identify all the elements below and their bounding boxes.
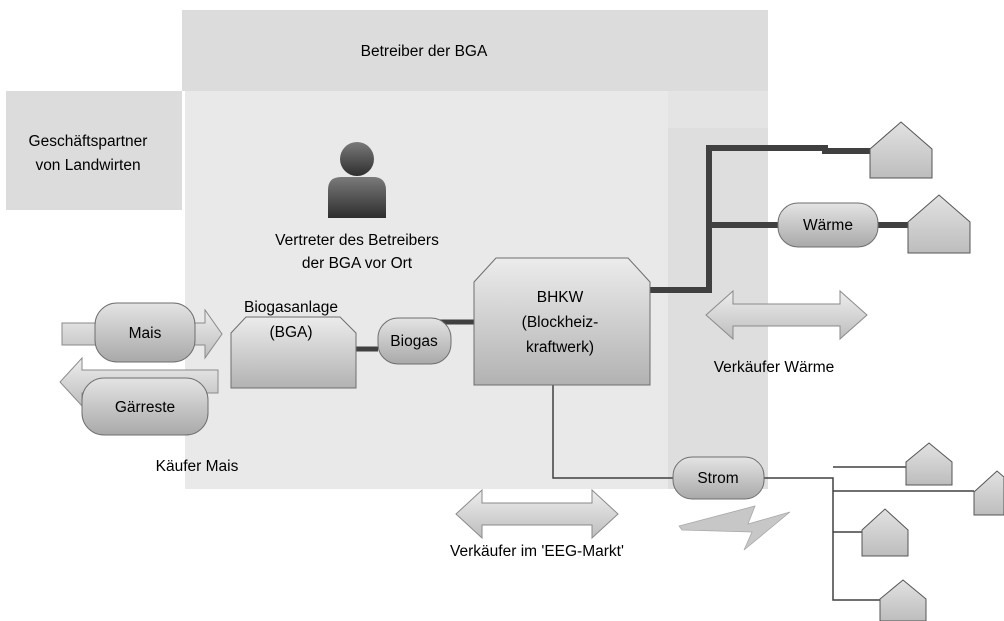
- house-icon-power-2: [973, 470, 1004, 516]
- power-flow-label: Strom: [697, 470, 738, 487]
- partner-label-line1: Geschäftspartner: [29, 133, 148, 150]
- operator-region: [182, 10, 768, 91]
- chp-node: [473, 257, 651, 386]
- heat-flow-node: [777, 202, 879, 248]
- house-icon-heat-1: [869, 121, 933, 179]
- biogas-flow-label: Biogas: [390, 333, 438, 350]
- biogas-flow-node: [377, 317, 452, 365]
- business-partner-box: [6, 91, 182, 210]
- heat-market-double-arrow: [705, 289, 868, 341]
- chp-label-line1: BHKW: [537, 289, 584, 306]
- chp-label-line2: (Blockheiz-: [522, 314, 599, 331]
- eeg-market-double-arrow: [455, 488, 619, 540]
- power-flow-node: [672, 456, 765, 500]
- house-icon-power-4: [879, 579, 927, 621]
- heat-lines: [650, 145, 908, 293]
- house-icon-power-3: [861, 508, 909, 557]
- partner-label-line2: von Landwirten: [35, 157, 140, 174]
- digestate-flow-node: [81, 377, 209, 436]
- biogas-plant-label-line1: Biogasanlage: [244, 299, 338, 316]
- house-icon-heat-2: [907, 194, 971, 254]
- power-lines: [552, 385, 974, 601]
- person-icon: [328, 142, 386, 218]
- heat-flow-label: Wärme: [803, 217, 853, 234]
- corn-flow-node: [94, 302, 196, 363]
- corn-flow-label: Mais: [129, 325, 162, 342]
- digestate-flow-label: Gärreste: [115, 399, 175, 416]
- corn-buyer-label: Käufer Mais: [156, 458, 239, 475]
- eeg-seller-label: Verkäufer im 'EEG-Markt': [450, 543, 624, 560]
- house-icon-power-1: [905, 442, 953, 486]
- representative-label-line2: der BGA vor Ort: [302, 255, 413, 272]
- biogas-plant-label-line2: (BGA): [269, 324, 312, 341]
- lightning-bolt-icon: [678, 505, 791, 551]
- heat-seller-label: Verkäufer Wärme: [714, 359, 835, 376]
- biogas-plant-node: [230, 316, 357, 389]
- chp-label-line3: kraftwerk): [526, 339, 594, 356]
- representative-label-line1: Vertreter des Betreibers: [275, 232, 439, 249]
- operator-label: Betreiber der BGA: [361, 43, 488, 60]
